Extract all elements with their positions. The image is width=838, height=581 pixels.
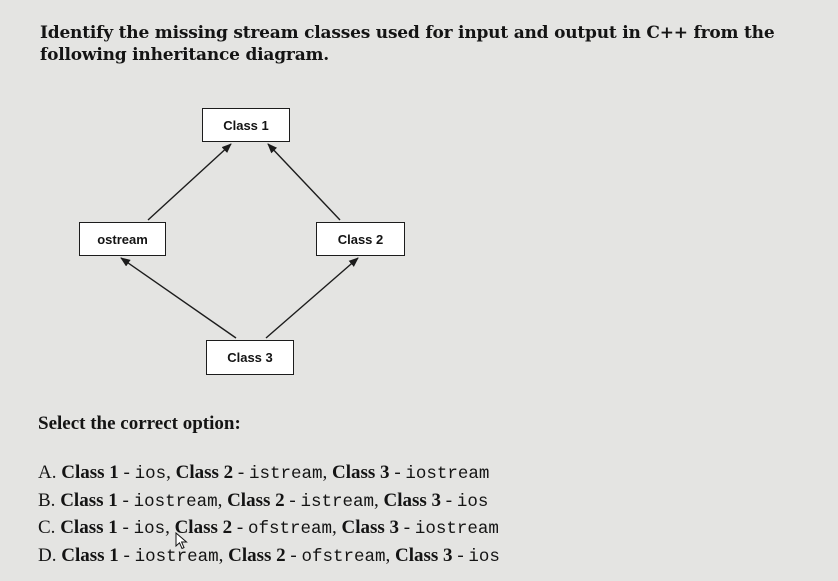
node-class-1: Class 1 bbox=[202, 108, 290, 142]
option-class-3-label: Class 3 bbox=[383, 489, 442, 511]
inheritance-diagram: Class 1 ostream Class 2 Class 3 bbox=[79, 108, 405, 375]
node-class-2: Class 2 bbox=[316, 222, 405, 256]
node-ostream-label: ostream bbox=[97, 231, 148, 247]
option-class-1-label: Class 1 bbox=[60, 489, 118, 511]
option-class-3-value: ios bbox=[456, 491, 489, 512]
option-class-2-label: Class 2 bbox=[174, 517, 233, 538]
node-class-2-label: Class 2 bbox=[337, 231, 384, 247]
arrow-ostream-to-class1 bbox=[147, 143, 232, 221]
arrow-class2-to-class1 bbox=[267, 143, 341, 221]
option-class-3-value: iostream bbox=[405, 464, 490, 484]
option-d[interactable]: D. Class 1 - iostream, Class 2 - ofstrea… bbox=[38, 544, 500, 567]
option-class-2-label: Class 2 bbox=[228, 544, 286, 566]
option-class-2-label: Class 2 bbox=[175, 462, 234, 483]
option-class-3-label: Class 3 bbox=[395, 544, 453, 566]
option-class-3-value: ios bbox=[468, 546, 500, 567]
option-letter: D. bbox=[38, 544, 57, 566]
node-class-3: Class 3 bbox=[206, 340, 294, 375]
option-class-2-value: ofstream bbox=[301, 546, 386, 567]
option-class-1-label: Class 1 bbox=[61, 544, 119, 566]
node-ostream: ostream bbox=[79, 222, 166, 256]
option-class-1-value: ios bbox=[134, 464, 167, 484]
mouse-pointer-icon bbox=[175, 532, 188, 550]
option-class-2-value: istream bbox=[300, 491, 374, 512]
option-a[interactable]: A. Class 1 - ios, Class 2 - istream, Cla… bbox=[38, 462, 490, 484]
arrow-class3-to-class2 bbox=[265, 257, 359, 339]
option-letter: B. bbox=[38, 489, 56, 511]
option-letter: C. bbox=[38, 517, 56, 538]
option-class-2-label: Class 2 bbox=[227, 489, 285, 511]
option-class-3-label: Class 3 bbox=[332, 462, 390, 483]
select-option-label: Select the correct option: bbox=[38, 413, 241, 434]
question-text: Identify the missing stream classes used… bbox=[40, 23, 775, 65]
option-class-1-value: iostream bbox=[134, 546, 219, 567]
option-class-3-value: iostream bbox=[414, 519, 499, 539]
option-c[interactable]: C. Class 1 - ios, Class 2 - ofstream, Cl… bbox=[38, 517, 499, 539]
option-b[interactable]: B. Class 1 - iostream, Class 2 - istream… bbox=[38, 489, 489, 512]
option-class-1-value: ios bbox=[133, 519, 166, 539]
option-class-2-value: istream bbox=[249, 464, 323, 484]
option-class-2-value: ofstream bbox=[247, 519, 332, 539]
node-class-3-label: Class 3 bbox=[227, 350, 273, 365]
arrow-class3-to-ostream bbox=[120, 257, 237, 339]
answer-options: A. Class 1 - ios, Class 2 - istream, Cla… bbox=[38, 460, 500, 570]
option-letter: A. bbox=[38, 462, 57, 483]
option-class-3-label: Class 3 bbox=[341, 517, 400, 538]
diagram-arrows bbox=[120, 143, 359, 339]
node-class-1-label: Class 1 bbox=[223, 117, 269, 133]
option-class-1-value: iostream bbox=[133, 491, 218, 512]
option-class-1-label: Class 1 bbox=[60, 517, 118, 538]
option-class-1-label: Class 1 bbox=[61, 462, 119, 483]
